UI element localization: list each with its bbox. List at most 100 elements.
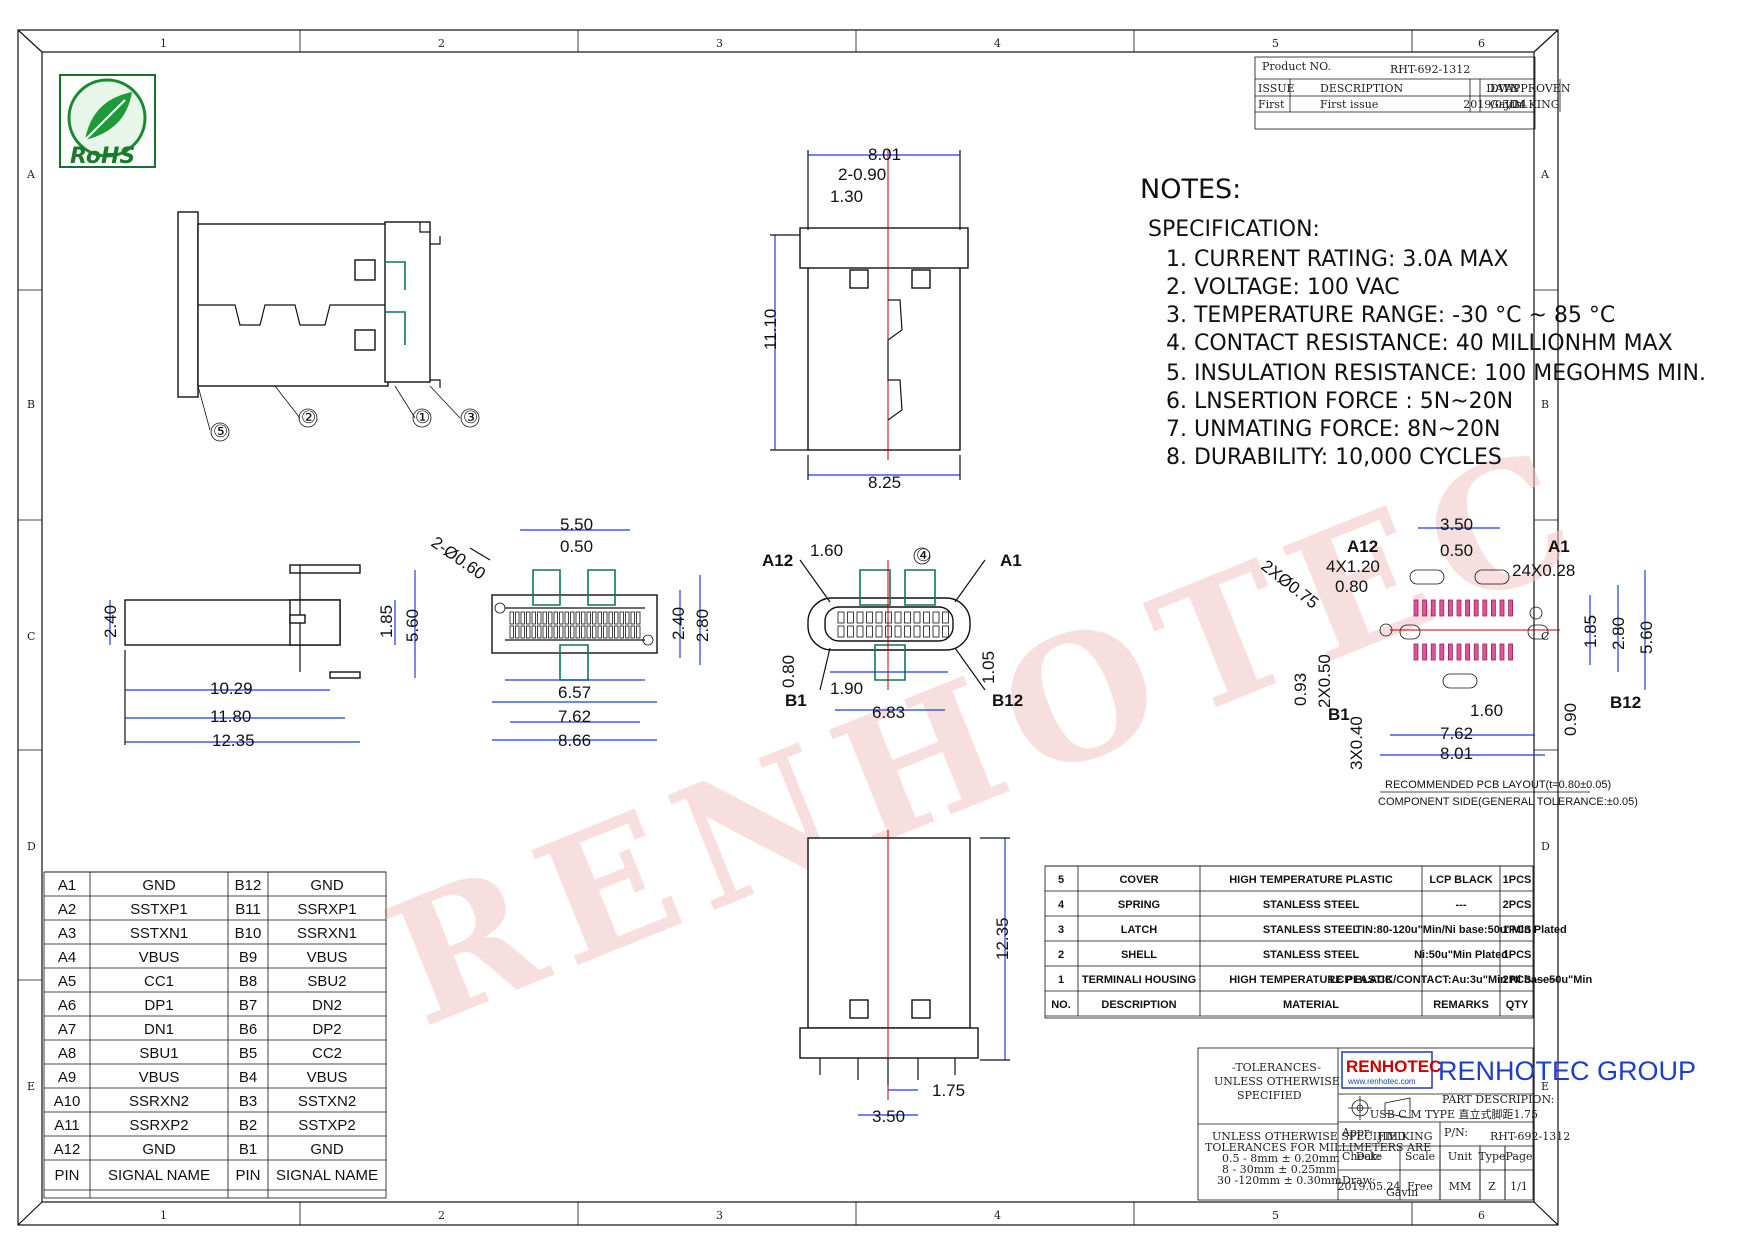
pin-number: B10 [235,925,262,942]
pin-signal: SSTXN1 [130,925,188,942]
note-item: 4. CONTACT RESISTANCE: 40 MILLIONHM MAX [1166,331,1673,356]
contact-tooth [581,611,586,625]
note-item: 6. LNSERTION FORCE : 5N~20N [1166,389,1513,414]
contact-pin [837,611,845,624]
pcb-pad [1508,599,1513,617]
pin-number: A5 [58,973,76,990]
contact-tooth [608,625,613,639]
part-desc-label: PART DESCRIPION: [1442,1093,1554,1106]
contact-pin [856,625,864,638]
pin-number: A2 [58,901,76,918]
pcb-pad [1430,599,1436,617]
label-B12: B12 [1610,693,1641,712]
dim-2.80: 2.80 [1609,617,1628,650]
pin-number: A8 [58,1045,76,1062]
dim-1.85: 1.85 [377,605,396,638]
side-view-profile: 2.40 1.85 5.60 10.29 11.80 12.35 [101,564,422,750]
contact-pin [847,625,854,638]
title-col-label: Type [1478,1150,1505,1163]
bom-header: NO. [1051,999,1071,1011]
pin-signal: DN1 [144,1021,174,1038]
contact-tooth [592,611,597,625]
row-letter: D [27,840,36,853]
title-col-label: Scale [1405,1150,1435,1163]
pin-signal: GND [310,877,344,894]
col-number: 6 [1478,1209,1485,1222]
contact-tooth [570,611,575,625]
pcb-pad [1422,599,1427,617]
revision-block: Product NO. RHT-692-1312 ISSUE DESCRIPTI… [1254,56,1571,130]
pcb-pad [1473,599,1479,617]
rohs-text: RoHS [70,144,135,169]
contact-pin [923,611,930,624]
rev-header: ISSUE [1258,82,1295,95]
title-col-value: MM [1449,1180,1472,1193]
notes-subtitle: SPECIFICATION: [1148,217,1320,242]
contact-pin [942,611,949,624]
rev-header: DWN [1490,82,1520,95]
pin-signal: SSTXP2 [298,1117,356,1134]
contact-tooth [509,611,514,625]
col-number: 1 [160,1209,167,1222]
title-col-label: Page [1505,1150,1532,1163]
pn-value: RHT-692-1312 [1490,1130,1570,1143]
bom-cell: 2PCS [1503,899,1532,911]
row-letter: E [1541,1080,1549,1093]
bom-cell: COVER [1119,874,1158,886]
bom-cell: 1PCS [1503,924,1532,936]
company-logo [1341,1051,1433,1089]
dim-3.50: 3.50 [1440,515,1473,534]
contact-tooth [520,625,525,639]
contact-pin [942,625,949,638]
dim-2.80: 2.80 [693,609,712,642]
tolerance-title: UNLESS OTHERWISE [1214,1075,1340,1088]
dim-3.50: 3.50 [872,1107,905,1126]
col-number: 6 [1478,37,1485,50]
dim-1.30: 1.30 [830,187,863,206]
pin-number: A6 [58,997,76,1014]
balloon-4: ④ [916,546,931,565]
contact-tooth [636,611,641,625]
col-number: 5 [1272,37,1279,50]
pin-number: B5 [239,1045,257,1062]
front-view-contacts [837,611,949,638]
pcb-pad [1422,643,1427,661]
dim-0.50: 0.50 [560,537,593,556]
bom-cell: 3 [1058,924,1064,936]
check-label: Check: [1342,1150,1381,1163]
front-view: ④ 1.60 A12 A1 0.80 1.05 1.90 6.83 B1 B12 [762,541,1023,722]
bom-cell: LCP BLACK [1429,874,1492,886]
dim-0.80: 0.80 [779,655,798,688]
col-number: 4 [994,37,1001,50]
contact-tooth [575,625,580,639]
dim-1.85: 1.85 [1581,615,1600,648]
pin-signal: GND [142,1141,176,1158]
contact-pin [894,611,902,624]
rev-header: APPROVEN [1504,82,1571,95]
contact-tooth [515,611,520,625]
col-number: 3 [716,37,723,50]
pin-signal: SSRXP1 [297,901,356,918]
contact-tooth [531,625,536,639]
tolerance-detail: 30 -120mm ± 0.30mm [1217,1174,1342,1187]
bom-cell: 2PCS [1503,974,1532,986]
contact-tooth [570,625,575,639]
contact-tooth [619,625,624,639]
contact-pin [856,611,864,624]
pin-signal: DN2 [312,997,342,1014]
dim-2.40: 2.40 [101,605,120,638]
row-letter: A [26,168,36,181]
pin-number: A9 [58,1069,76,1086]
bom-header: DESCRIPTION [1101,999,1176,1011]
sheet-frame: 1 2 3 4 5 6 6 1 2 3 4 5 6 A B C D E A B … [17,29,1559,1226]
contact-tooth [614,625,619,639]
pcb-pad [1465,599,1470,617]
tolerance-detail: UNLESS OTHERWISE SPECIFIED [1212,1130,1406,1143]
bom-cell: --- [1456,899,1467,911]
note-item: 2. VOLTAGE: 100 VAC [1166,275,1400,300]
contact-tooth [575,611,580,625]
contact-tooth [526,625,531,639]
bom-cell: LATCH [1121,924,1158,936]
part-desc: USB C M TYPE 直立式脚距1.75 [1370,1107,1538,1121]
bom-cell: 1PCS [1503,874,1532,886]
